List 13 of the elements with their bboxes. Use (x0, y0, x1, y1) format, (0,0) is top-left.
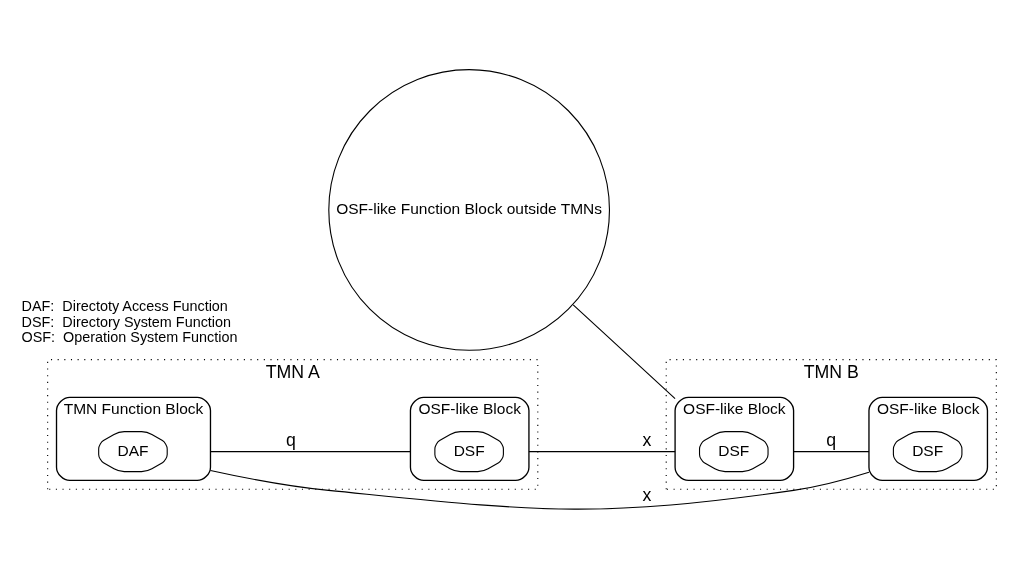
connector (572, 304, 676, 400)
edge-label: x (642, 429, 652, 450)
connector (528, 451, 676, 453)
connector (209, 451, 411, 453)
label: DSF: Directory System Function (21, 313, 232, 330)
edge-label: x (642, 485, 652, 506)
connector (793, 451, 870, 453)
edge-label: q (826, 429, 837, 450)
label: OSF: Operation System Function (21, 329, 238, 346)
node-circle: OSF-like Function Block outside TMNs (328, 69, 610, 351)
edge-label: q (285, 429, 296, 450)
connector (209, 469, 870, 510)
label: DAF: Directoty Access Function (21, 298, 228, 315)
